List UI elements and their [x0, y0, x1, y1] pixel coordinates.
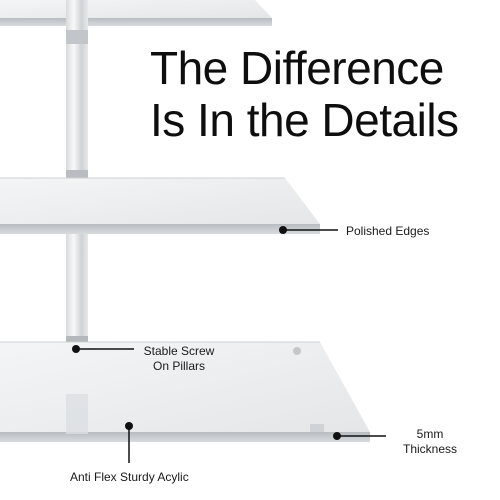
- middle-shelf: [0, 177, 320, 234]
- bottom-shelf: [0, 341, 370, 442]
- anti-flex-pointer: [125, 422, 133, 463]
- polished-edges-text: Polished Edges: [346, 224, 430, 238]
- thickness-line-1: 5mm: [416, 427, 444, 441]
- anti-flex-label: Anti Flex Sturdy Acylic: [70, 470, 189, 485]
- polished-edges-pointer: [279, 226, 338, 234]
- top-shelf: [0, 0, 272, 26]
- thickness-pointer: [333, 432, 386, 440]
- polished-edges-label: Polished Edges: [346, 224, 429, 239]
- thickness-line-2: Thickness: [402, 442, 458, 456]
- pillar-reflection: [66, 394, 88, 434]
- upper-pillar: [66, 0, 88, 194]
- thickness-label: 5mm Thickness: [393, 427, 467, 457]
- stable-screw-pointer: [72, 345, 134, 353]
- stable-screw-line-1: Stable Screw: [143, 344, 215, 358]
- headline: The Difference Is In the Details: [150, 42, 480, 146]
- stable-screw-line-2: On Pillars: [152, 359, 205, 373]
- headline-line-2: Is In the Details: [150, 94, 459, 146]
- headline-line-1: The Difference: [150, 42, 444, 94]
- anti-flex-text: Anti Flex Sturdy Acylic: [70, 470, 189, 484]
- stable-screw-label: Stable Screw On Pillars: [138, 344, 220, 374]
